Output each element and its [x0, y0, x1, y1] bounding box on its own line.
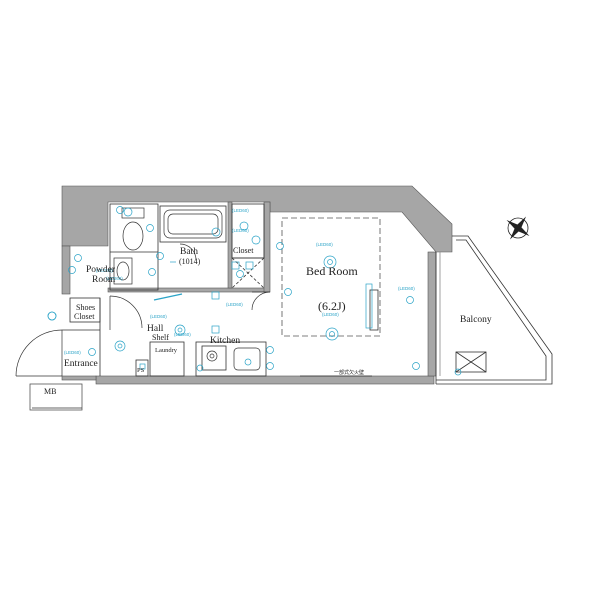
svg-text:(LED60): (LED60)	[322, 312, 339, 317]
aircon-icon	[365, 283, 373, 329]
switch-icon	[139, 261, 254, 370]
svg-text:(LED60): (LED60)	[96, 268, 113, 273]
svg-text:(LED60): (LED60)	[232, 228, 249, 233]
svg-text:(LED60): (LED60)	[232, 208, 249, 213]
bedroom-size-label: (6.2J)	[318, 299, 346, 313]
mb-label: MB	[44, 387, 56, 396]
interior-lines	[29, 203, 381, 411]
powder-room-label-1: Powder	[86, 265, 116, 275]
svg-text:(LED60): (LED60)	[64, 350, 81, 355]
wall-note-label: 一部式欠火壁	[334, 369, 364, 376]
toilet-icon	[121, 207, 145, 251]
shelf-label: Shelf	[152, 333, 169, 342]
room-labels: Bath (1014) Closet Bed Room (6.2J) Powde…	[44, 246, 492, 396]
svg-text:(LED60): (LED60)	[226, 302, 243, 307]
door-marker-icon	[47, 311, 57, 321]
bath-size-label: (1014)	[179, 257, 201, 266]
ceiling-light-icon	[114, 207, 339, 352]
powder-room-label-2: Room	[92, 275, 116, 285]
shoes-closet-label-2: Closet	[74, 312, 95, 321]
bedroom-label: Bed Room	[306, 264, 358, 278]
bedroom-details	[300, 289, 379, 377]
svg-text:(LED60): (LED60)	[106, 276, 123, 281]
sink-icon	[233, 347, 261, 371]
doors	[15, 243, 271, 377]
bath-label: Bath	[180, 247, 198, 257]
electrical-fixtures	[47, 206, 462, 376]
balcony-label: Balcony	[460, 315, 492, 325]
fixture-labels: (LED60) (LED60) (LED60) (LED60) (LED60) …	[64, 208, 415, 355]
balcony	[435, 235, 553, 385]
walls	[61, 185, 453, 385]
entrance-label: Entrance	[64, 359, 98, 369]
laundry-label: Laundry	[155, 347, 178, 354]
kitchen-label: Kitchen	[210, 336, 240, 346]
hall-label: Hall	[147, 324, 164, 334]
bathtub-icon	[163, 209, 223, 239]
ps-label: PS	[137, 367, 145, 374]
compass-icon	[506, 216, 530, 240]
washbasin-icon	[113, 257, 133, 285]
svg-text:(LED60): (LED60)	[316, 242, 333, 247]
svg-text:(LED60): (LED60)	[398, 286, 415, 291]
shoes-closet-label-1: Shoes	[76, 303, 95, 312]
svg-text:(LED60): (LED60)	[150, 314, 167, 319]
stove-icon	[206, 350, 218, 362]
svg-text:(LED60): (LED60)	[174, 332, 191, 337]
closet-label: Closet	[233, 246, 254, 255]
